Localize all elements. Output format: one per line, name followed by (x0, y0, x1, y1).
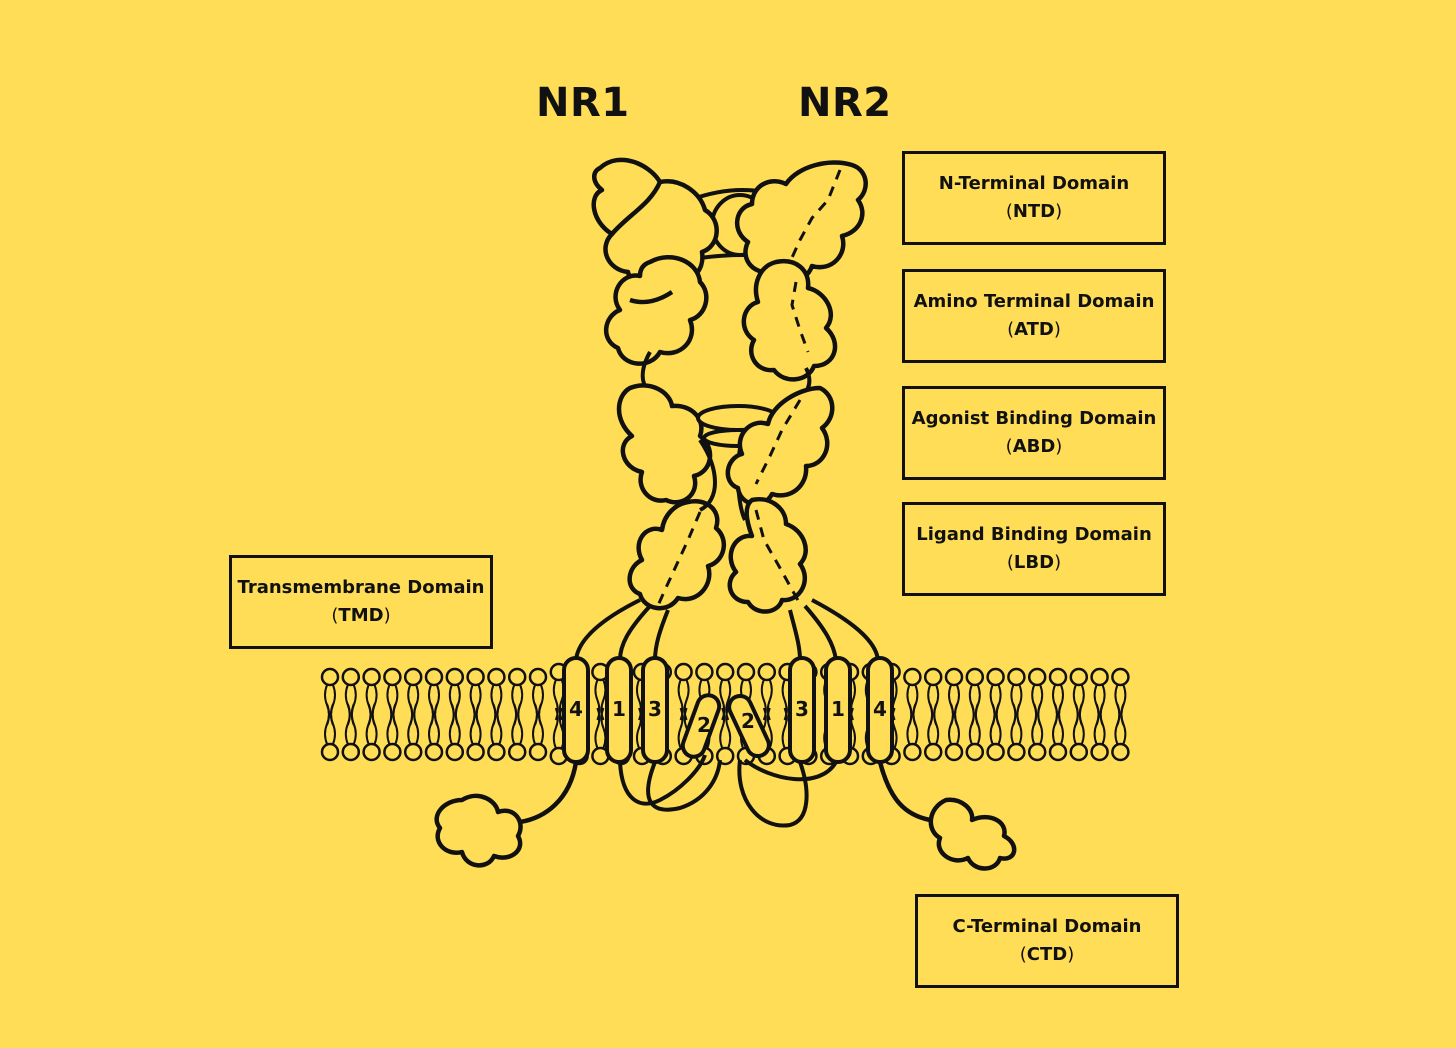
label-agonist-binding-domain-abbr: ABD (1012, 436, 1056, 457)
lipid-head-top (1069, 667, 1089, 727)
label-transmembrane-domain: Transmembrane Domain (TMD) (229, 555, 493, 649)
helix-label-nr2-m3: 3 (795, 697, 809, 721)
lipid-head-bottom (1027, 702, 1047, 762)
lipid-head-top (507, 667, 527, 727)
lipid-head-top (341, 667, 361, 727)
lipid-head-top (445, 667, 465, 727)
lipid-head-bottom (487, 702, 506, 762)
lipid-head-bottom (1048, 702, 1068, 762)
lipid-head-bottom (403, 702, 423, 762)
label-agonist-binding-domain: Agonist Binding Domain (ABD) (902, 386, 1166, 480)
subunit-title-nr2: NR2 (798, 80, 892, 126)
lipid-head-top (487, 667, 506, 727)
lipid-head-bottom (986, 702, 1005, 762)
lipid-bilayer (320, 662, 1130, 766)
helix-label-nr2-m2: 2 (741, 709, 755, 733)
label-n-terminal-domain-name: N-Terminal Domain (938, 173, 1130, 194)
label-ligand-binding-domain-name: Ligand Binding Domain (916, 524, 1152, 545)
lipid-head-top (965, 667, 985, 727)
lipid-head-bottom (965, 702, 985, 762)
label-ligand-binding-domain-abbr: LBD (1013, 552, 1055, 573)
lipid-head-top (923, 667, 943, 727)
nr1-abd-lbd-lobes (616, 383, 727, 611)
label-transmembrane-domain-abbr: TMD (338, 605, 384, 626)
helix-label-nr2-m1: 1 (831, 697, 845, 721)
lipid-head-bottom (903, 702, 922, 762)
lipid-head-top (757, 662, 777, 722)
lipid-head-top (424, 667, 444, 727)
label-amino-terminal-domain: Amino Terminal Domain (ATD) (902, 269, 1166, 363)
lbd-tmd-linkers (574, 598, 880, 661)
helix-label-nr1-m1: 1 (612, 697, 626, 721)
lipid-head-top (1111, 667, 1130, 727)
lipid-head-top (944, 667, 964, 727)
lipid-head-top (903, 667, 922, 727)
lipid-head-bottom (466, 702, 485, 762)
label-amino-terminal-domain-name: Amino Terminal Domain (913, 291, 1155, 312)
lipid-head-bottom (944, 702, 964, 762)
helix-numbers: 4 1 3 2 2 3 1 4 (569, 697, 887, 737)
lipid-head-bottom (383, 702, 402, 762)
nr1-ntd-lobes (591, 157, 719, 366)
label-c-terminal-domain-abbr: CTD (1026, 944, 1068, 965)
helix-label-nr1-m2: 2 (697, 713, 711, 737)
nr2-ntd-lobes (735, 160, 868, 382)
lipid-head-bottom (923, 702, 943, 762)
lipid-head-top (403, 667, 423, 727)
label-n-terminal-domain: N-Terminal Domain (NTD) (902, 151, 1166, 245)
label-ligand-binding-domain: Ligand Binding Domain (LBD) (902, 502, 1166, 596)
lipid-head-bottom (528, 702, 548, 762)
lipid-head-top (1090, 667, 1109, 727)
lipid-head-bottom (424, 702, 444, 762)
lipid-head-top (986, 667, 1005, 727)
lipid-head-bottom (1111, 702, 1130, 762)
lipid-head-top (383, 667, 402, 727)
label-transmembrane-domain-name: Transmembrane Domain (237, 577, 485, 598)
label-amino-terminal-domain-abbr: ATD (1014, 319, 1054, 340)
lipid-head-top (320, 667, 340, 727)
lipid-head-bottom (362, 702, 381, 762)
lipid-head-bottom (320, 702, 340, 762)
lipid-head-top (674, 662, 693, 722)
lipid-head-bottom (1069, 702, 1089, 762)
lipid-head-top (362, 667, 381, 727)
helix-label-nr1-m4: 4 (569, 697, 583, 721)
label-c-terminal-domain-name: C-Terminal Domain (952, 916, 1142, 937)
nr1-transmembrane-helices (562, 656, 722, 764)
label-agonist-binding-domain-name: Agonist Binding Domain (911, 408, 1157, 429)
lipid-head-bottom (1090, 702, 1109, 762)
lipid-head-bottom (445, 702, 465, 762)
label-c-terminal-domain: C-Terminal Domain (CTD) (915, 894, 1179, 988)
helix-label-nr2-m4: 4 (873, 697, 887, 721)
lipid-head-top (1048, 667, 1068, 727)
lipid-head-top (1007, 667, 1026, 727)
nr2-abd-lbd-lobes (725, 385, 835, 614)
lipid-head-top (466, 667, 485, 727)
helix-label-nr1-m3: 3 (648, 697, 662, 721)
c-terminal-tails (434, 761, 1017, 871)
nr2-transmembrane-helices (727, 656, 894, 764)
lipid-head-bottom (341, 702, 361, 762)
lipid-head-bottom (1007, 702, 1026, 762)
label-n-terminal-domain-abbr: NTD (1012, 201, 1056, 222)
lipid-head-top (1027, 667, 1047, 727)
subunit-title-nr1: NR1 (536, 80, 630, 126)
lipid-head-top (528, 667, 548, 727)
lipid-head-bottom (507, 702, 527, 762)
intracellular-loops (618, 754, 838, 828)
